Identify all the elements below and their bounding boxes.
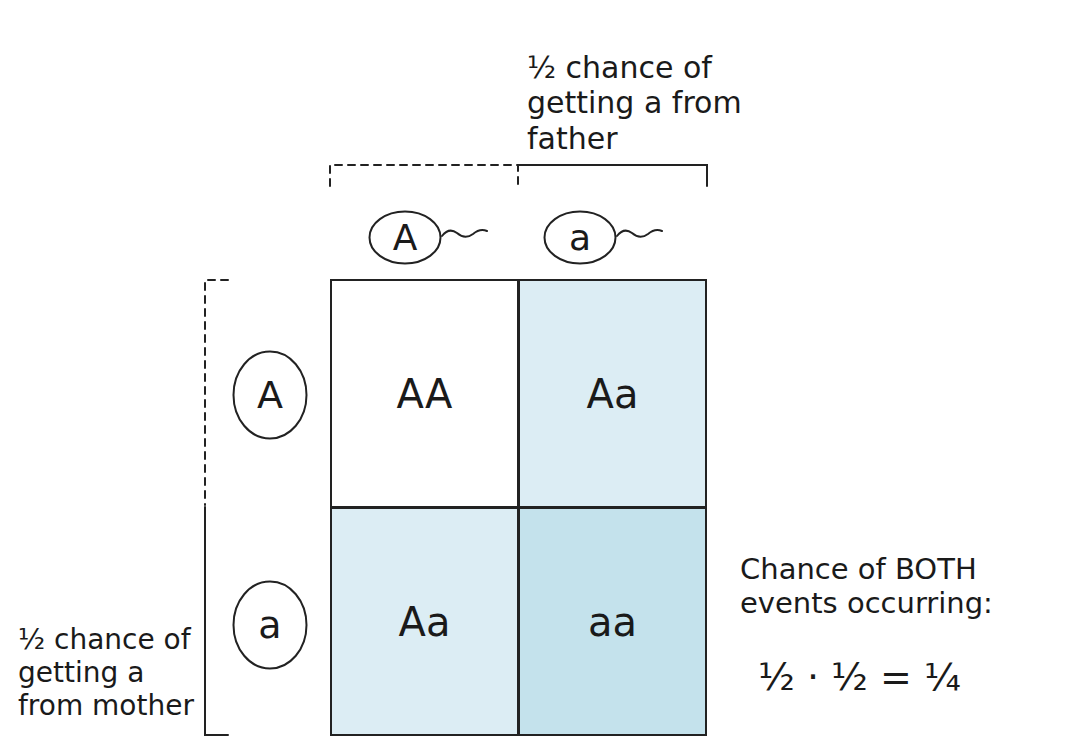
- probability-note: Chance of BOTH events occurring:: [740, 552, 1080, 620]
- allele-circle: A: [368, 210, 442, 265]
- allele-circle: a: [232, 580, 308, 670]
- allele-text: A: [257, 373, 283, 417]
- allele-text: a: [569, 217, 591, 258]
- circle-shape: [234, 352, 307, 439]
- allele-circle: A: [232, 350, 308, 440]
- sperm-tail: [617, 230, 662, 237]
- mother-note: ½ chance of getting a from mother: [18, 623, 200, 722]
- genotype-text: Aa: [399, 599, 451, 645]
- allele-text: a: [258, 603, 281, 647]
- allele-text: A: [393, 217, 418, 258]
- genotype-text: aa: [588, 599, 637, 645]
- circle-shape: [234, 582, 307, 669]
- dashed-bracket: [205, 280, 228, 505]
- dashed-bracket: [330, 165, 518, 186]
- solid-bracket: [205, 507, 228, 735]
- sperm-tail: [442, 230, 487, 237]
- punnett-cell: Aa: [518, 279, 707, 508]
- circle-shape: [545, 211, 616, 263]
- genotype-text: AA: [397, 371, 453, 417]
- punnett-cell: Aa: [330, 507, 519, 736]
- allele-circle: a: [543, 210, 617, 265]
- probability-equation: ½ · ½ = ¼: [758, 655, 1078, 700]
- circle-shape: [370, 211, 441, 263]
- punnett-cell: aa: [518, 507, 707, 736]
- punnett-cell: AA: [330, 279, 519, 508]
- genotype-text: Aa: [587, 371, 639, 417]
- father-note: ½ chance of getting a from father: [527, 50, 762, 156]
- solid-bracket: [518, 165, 707, 186]
